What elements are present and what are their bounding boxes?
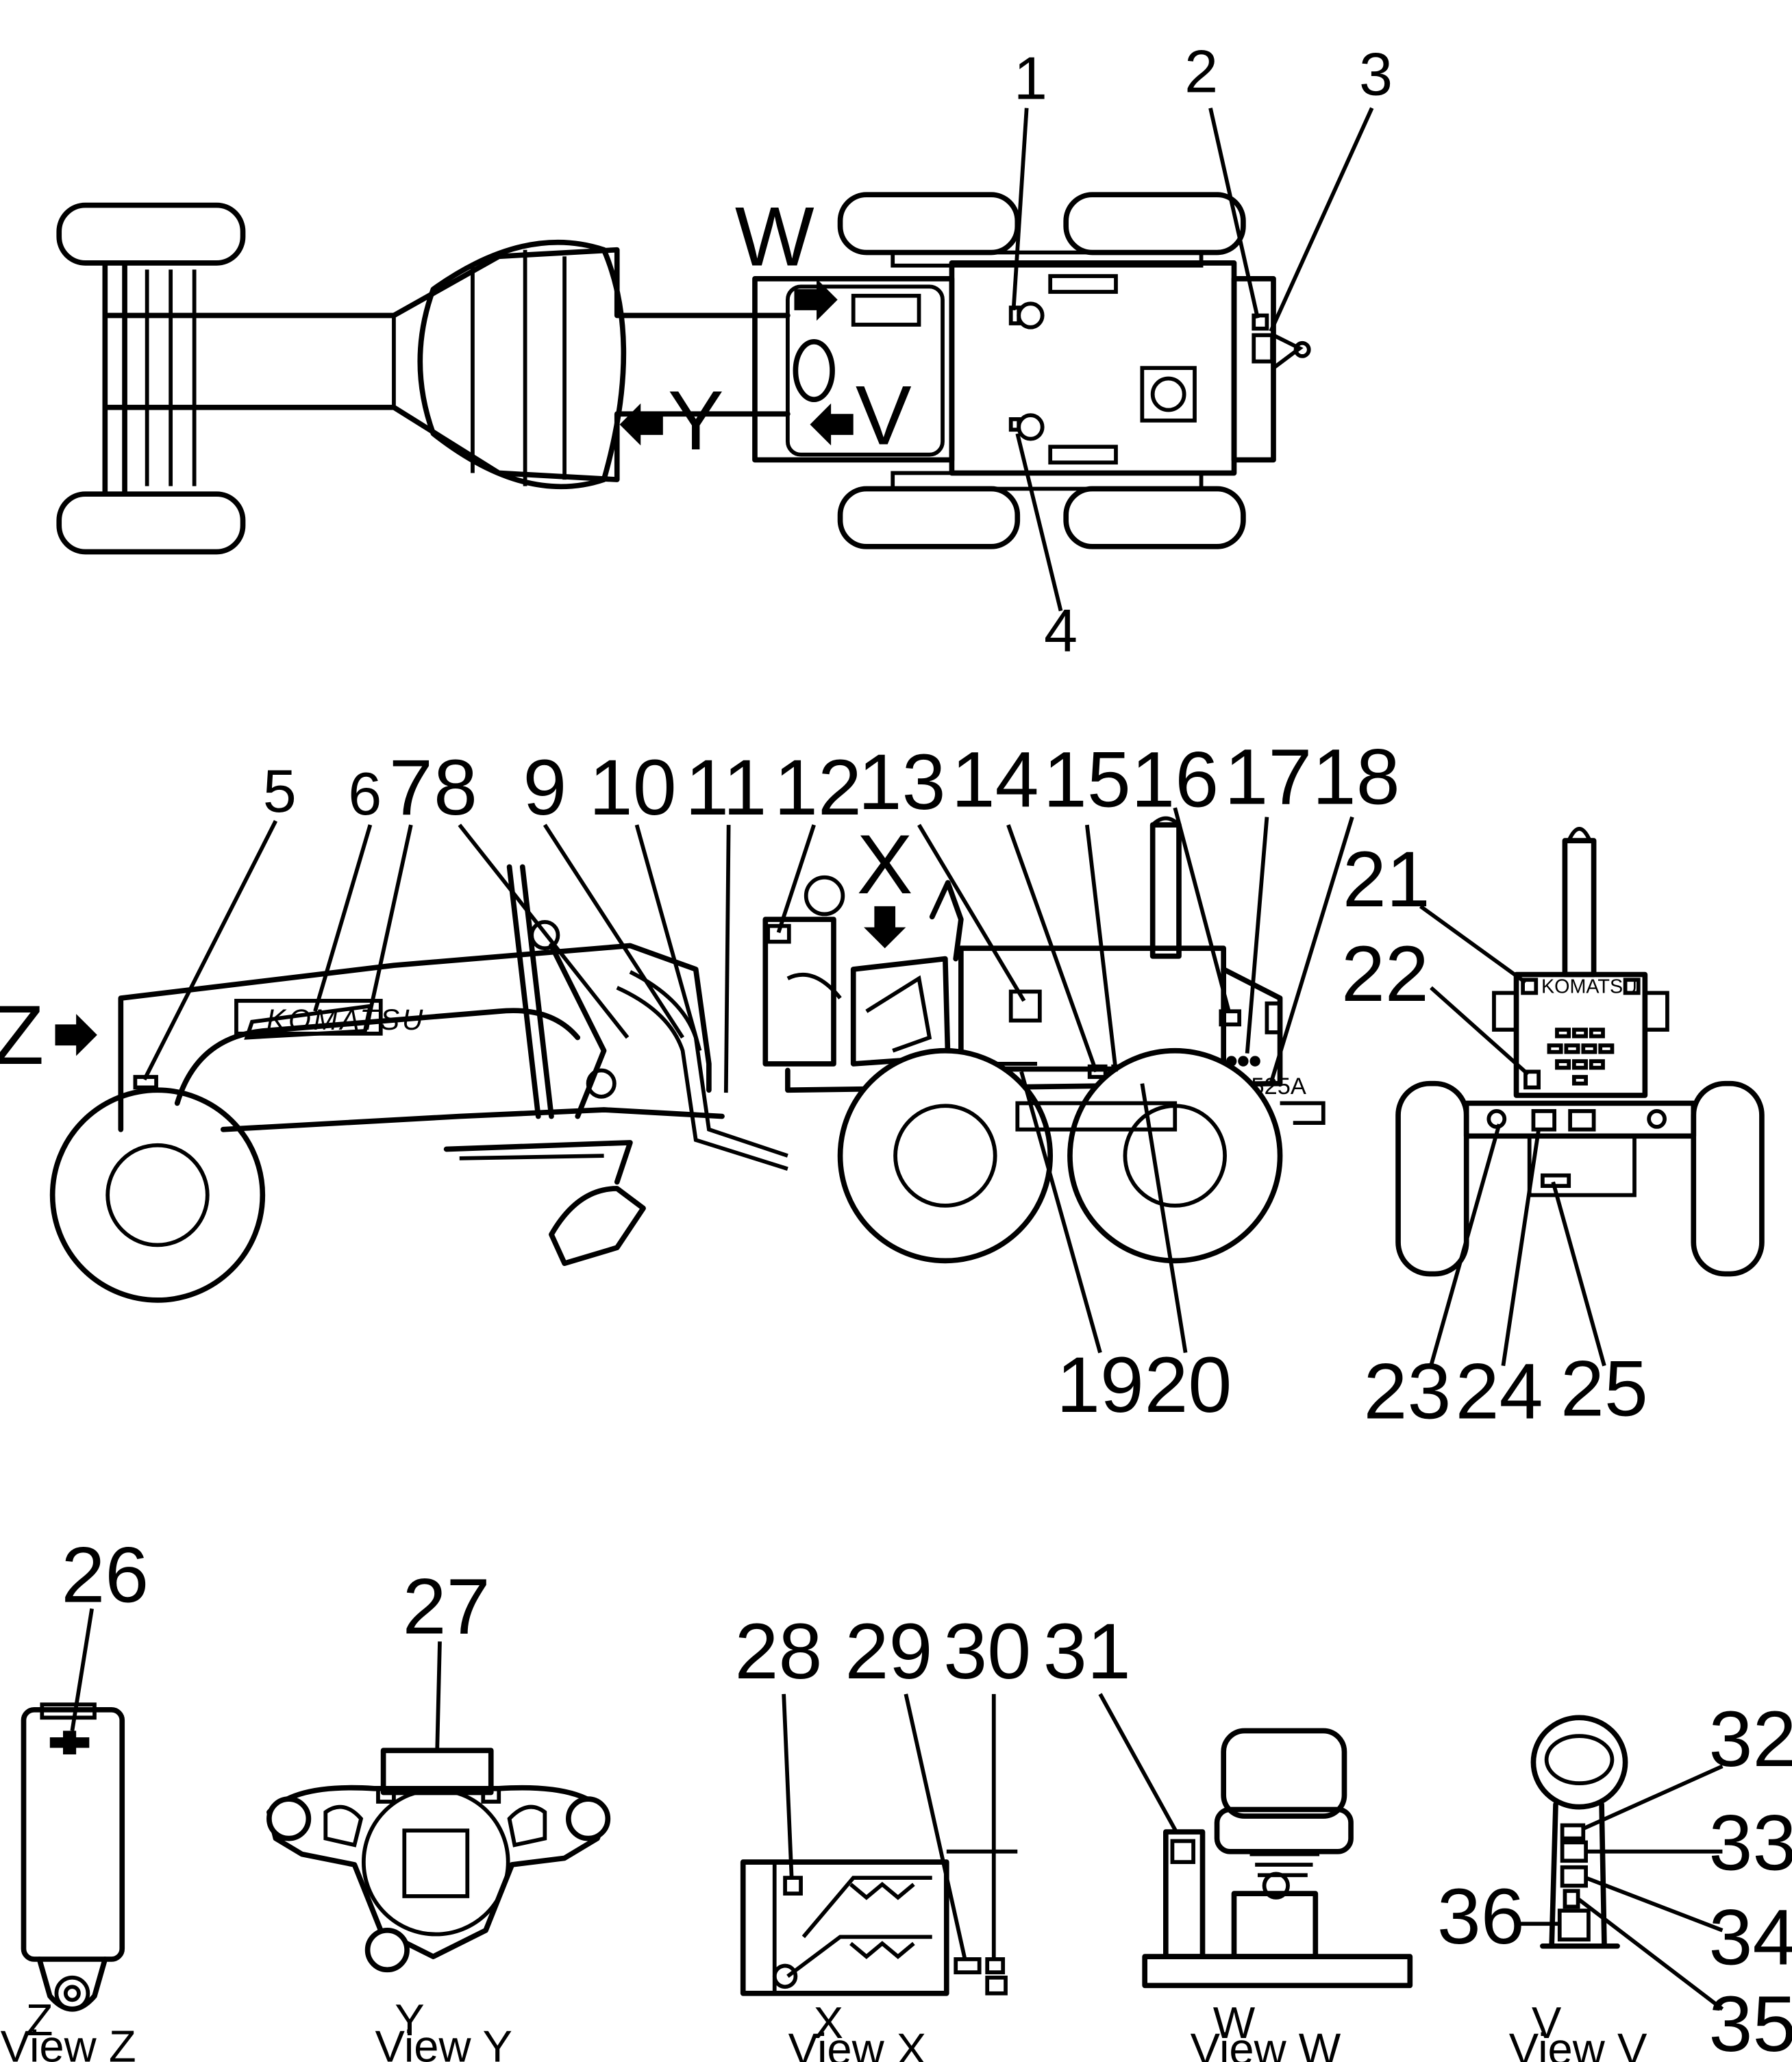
callout-22: 22 [1341,930,1429,1018]
arrow-label-v: V [856,368,912,462]
arrow-label-x: X [857,817,913,911]
callout-9: 9 [523,744,567,832]
view-w-caption: View W [1191,2024,1341,2062]
callout-25: 25 [1560,1345,1648,1433]
arrow-w: W [735,190,838,321]
view-x: 28 29 30 X View X [735,1608,1032,2062]
callout-8: 8 [434,744,477,832]
callout-6: 6 [348,760,382,828]
callout-15: 15 [1043,736,1131,823]
callout-36: 36 [1437,1873,1525,1961]
rear-grille [1547,1028,1615,1086]
callout-2: 2 [1184,38,1218,105]
callout-1: 1 [1014,44,1047,112]
view-z: 26 Z View Z [1,1532,149,2062]
rear-view: KOMATSU 21 22 23 24 25 [1341,827,1765,1435]
view-y: 27 Y View Y [266,1563,611,2062]
callout-17: 17 [1224,733,1312,821]
view-w: 31 W View W [1043,1608,1413,2062]
arrow-label-y: Y [668,373,724,467]
view-v-caption: View V [1509,2024,1647,2062]
callout-10: 10 [589,744,677,832]
callout-3: 3 [1359,40,1393,108]
arrow-y: Y [619,373,724,467]
callout-5: 5 [263,757,297,825]
callout-14: 14 [951,736,1039,823]
view-z-caption: View Z [1,2021,136,2062]
view-y-caption: View Y [375,2021,512,2062]
arrow-label-z: Z [0,988,44,1082]
callout-31: 31 [1043,1608,1131,1695]
callout-19: 19 [1056,1341,1144,1429]
callout-26: 26 [61,1532,149,1619]
side-view: KOMATSU GD525A [0,733,1400,1428]
view-z-letter: Z [26,1995,53,2045]
callout-7: 7 [389,744,433,832]
arrow-label-w: W [735,190,814,284]
callout-29: 29 [845,1608,933,1695]
callout-18: 18 [1312,733,1400,821]
callout-32: 32 [1709,1695,1792,1783]
view-v-letter: V [1532,1998,1562,2048]
callout-33: 33 [1709,1800,1792,1887]
callout-12: 12 [774,744,862,832]
callout-35: 35 [1709,1980,1792,2062]
callout-4: 4 [1044,597,1078,664]
callout-16: 16 [1131,736,1219,823]
callout-23: 23 [1364,1347,1452,1435]
callout-13: 13 [858,738,946,826]
callout-24: 24 [1456,1347,1543,1435]
view-x-letter: X [814,1998,843,2048]
brand-side: KOMATSU [266,1004,425,1036]
arrow-v: V [810,368,912,462]
arrow-z: Z [0,988,97,1082]
callout-34: 34 [1709,1894,1792,1982]
callout-21: 21 [1343,836,1430,923]
callout-28: 28 [735,1608,823,1695]
view-x-caption: View X [788,2024,927,2062]
view-y-letter: Y [395,1995,424,2045]
brand-rear: KOMATSU [1541,976,1637,997]
view-w-letter: W [1213,1998,1256,2048]
top-view: W V Y 1 2 3 4 [56,38,1393,664]
callout-11: 11 [685,744,767,832]
callout-27: 27 [403,1563,490,1651]
callout-20: 20 [1144,1341,1232,1429]
view-v: 32 33 34 35 36 V View V [1437,1695,1792,2062]
arrow-x: X [857,817,913,949]
callout-30: 30 [943,1608,1031,1695]
